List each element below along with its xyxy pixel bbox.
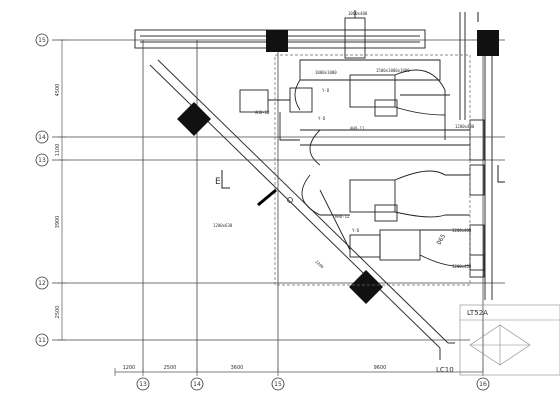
duct-network xyxy=(239,10,485,278)
grid-label-bottom: 16 xyxy=(479,381,487,388)
grid-label-bottom: 14 xyxy=(193,381,201,388)
dim-left: 3900 xyxy=(55,216,61,229)
annotation-tag: Y-D xyxy=(352,228,360,233)
vertical-grid-lines xyxy=(142,30,484,372)
grid-label-bottom: 13 xyxy=(139,381,147,388)
left-dimension-line xyxy=(58,39,66,341)
circle-mark: D65 xyxy=(436,233,448,246)
annotation-diag-note: 1200x630 xyxy=(213,223,233,228)
annotation-duct-low: 1000x1000 xyxy=(315,70,337,75)
annotation-grille: 1200x400 xyxy=(452,228,472,233)
annotation-tag: Y-D xyxy=(322,88,330,93)
equipment-label: AHU-10 xyxy=(255,110,270,115)
diagonal-damper xyxy=(257,188,293,207)
equipment-label: AHU-12 xyxy=(335,214,350,219)
annotation-duct-top: 1000x400 xyxy=(348,11,368,16)
dim-bottom: 9600 xyxy=(374,365,387,371)
dim-bottom: 3600 xyxy=(231,365,244,371)
annotation-tag: Y-D xyxy=(318,116,326,121)
dim-left: 2500 xyxy=(55,306,61,319)
grid-label-left: 13 xyxy=(38,157,46,164)
structural-columns xyxy=(177,30,499,304)
grid-label-left: 12 xyxy=(38,280,46,287)
dim-bottom: 2500 xyxy=(164,365,177,371)
dim-left: 4500 xyxy=(55,84,61,97)
grid-bubbles-bottom xyxy=(136,377,490,391)
grid-label-bottom: 15 xyxy=(274,381,282,388)
dim-bottom: 1200 xyxy=(123,365,136,371)
bottom-dimension-line xyxy=(114,368,484,376)
annotation-grille: 1200x400 xyxy=(452,264,472,269)
grid-label-left: 14 xyxy=(38,134,46,141)
grid-label-left: 11 xyxy=(38,337,46,344)
right-wall xyxy=(459,12,493,300)
annotation-diag-length: 2200 xyxy=(314,259,325,270)
room-tag: LT52A xyxy=(467,309,488,317)
grid-bubbles-left xyxy=(35,33,49,347)
section-mark: E xyxy=(215,177,221,187)
grid-label-left: 15 xyxy=(38,37,46,44)
dashed-boundary xyxy=(274,54,471,286)
section-markers xyxy=(221,12,505,189)
dim-left: 1100 xyxy=(55,144,61,157)
equipment-label: AHU-11 xyxy=(350,126,365,131)
annotation-duct-mid: 1500x1000x1000 xyxy=(376,68,410,73)
annotation-grille: 1200x400 xyxy=(455,124,475,129)
horizontal-grid-lines xyxy=(52,39,505,341)
stair-hatch xyxy=(459,304,560,376)
room-tag: LC10 xyxy=(436,366,454,374)
